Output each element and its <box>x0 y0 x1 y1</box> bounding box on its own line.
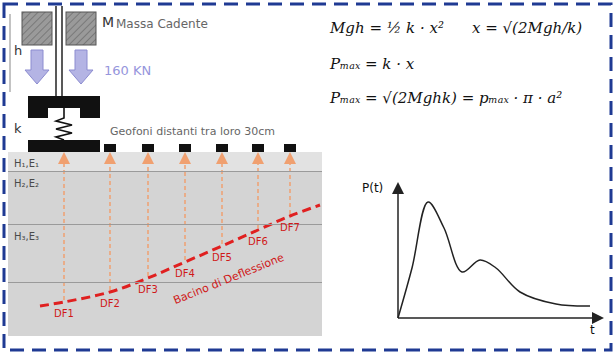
axis-label: P(t) <box>362 182 383 196</box>
fall-arrow <box>69 50 93 84</box>
axis-label: t <box>590 324 595 338</box>
guide-rod <box>61 6 63 96</box>
deflection-label: DF5 <box>212 252 232 264</box>
deflection-arrow <box>147 158 149 276</box>
spring <box>56 108 72 140</box>
ground <box>8 152 322 336</box>
deflection-label: DF2 <box>100 298 120 310</box>
deflection-arrow <box>184 158 186 260</box>
soil-layer-band: H₁,E₁ <box>8 152 322 172</box>
equation: Mgh = ½ k · x² <box>330 20 444 37</box>
deflection-label: DF4 <box>175 268 195 280</box>
deflection-arrow <box>257 158 259 228</box>
layer-label: H₁,E₁ <box>8 156 39 169</box>
guide-rod <box>55 6 57 96</box>
deflection-arrow <box>109 158 111 290</box>
geophone-caption: Geofoni distanti tra loro 30cm <box>110 126 275 139</box>
loading-plate <box>28 140 100 152</box>
mass-caption: Massa Cadente <box>116 18 208 32</box>
deflection-label: DF7 <box>280 222 300 234</box>
load-time-curve <box>398 202 590 318</box>
equation: Pₘₐₓ = k · x <box>330 56 414 73</box>
equation: x = √(2Mgh/k) <box>472 20 582 37</box>
load-value: 160 KN <box>104 64 151 79</box>
height-line <box>10 14 11 92</box>
deflection-arrow <box>221 158 223 244</box>
layer-label: H₃,E₃ <box>8 229 39 242</box>
falling-mass <box>22 12 52 45</box>
geophones <box>104 144 296 152</box>
layer-label: H₂,E₂ <box>8 176 39 189</box>
dashed-frame <box>4 4 611 350</box>
deflection-label: DF1 <box>54 308 74 320</box>
mass-symbol: M <box>102 14 114 30</box>
deflection-label: DF6 <box>248 236 268 248</box>
y-axis <box>397 188 399 318</box>
equation: Pₘₐₓ = √(2Mghk) = pₘₐₓ · π · a² <box>330 90 562 107</box>
falling-mass <box>66 12 96 45</box>
soil-layer-band: H₂,E₂ <box>8 172 322 225</box>
surface-layer-fill <box>8 152 322 172</box>
stiffness-label: k <box>14 122 22 137</box>
deflection-arrow <box>289 158 291 214</box>
height-label: h <box>14 44 22 59</box>
deflection-arrow <box>63 158 65 300</box>
fall-arrow <box>25 50 49 84</box>
deflection-label: DF3 <box>138 284 158 296</box>
x-axis <box>398 317 598 319</box>
